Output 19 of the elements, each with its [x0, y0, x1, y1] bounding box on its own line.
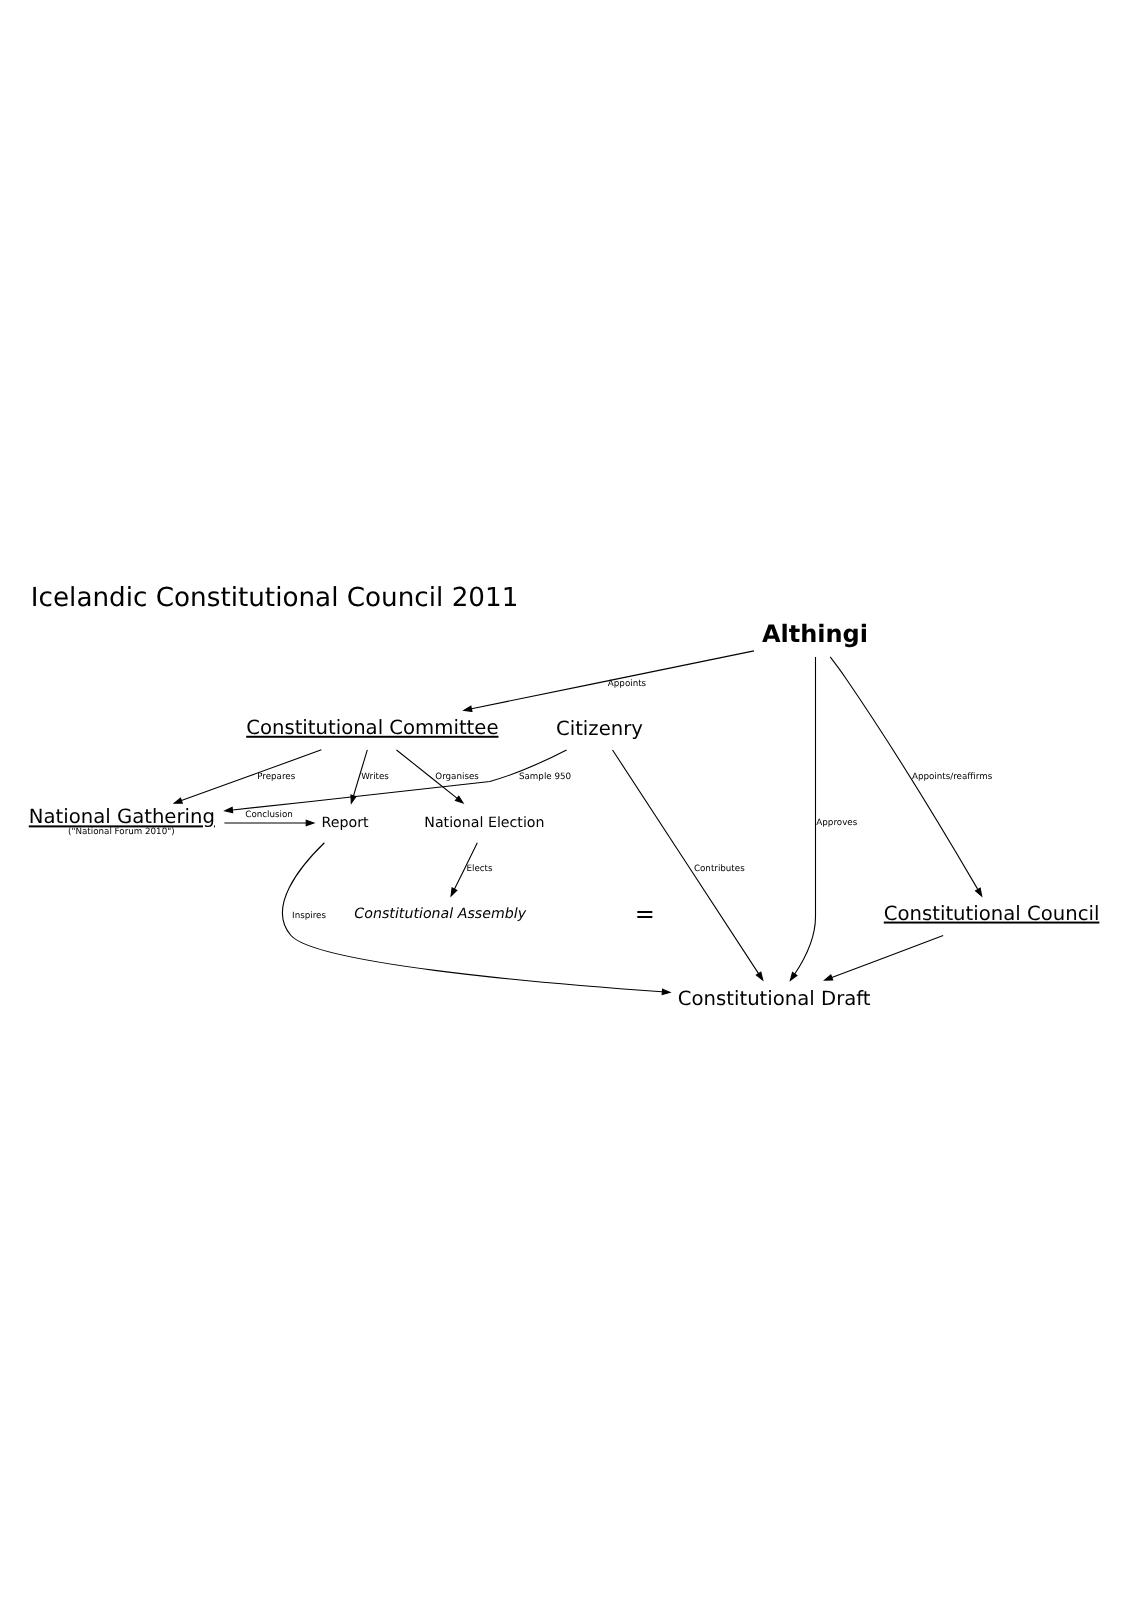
arrow — [172, 749, 322, 804]
arrow — [829, 656, 983, 898]
diagram-title: Icelandic Constitutional Council 2011 — [30, 583, 519, 614]
arrow — [450, 842, 478, 898]
arrow — [281, 842, 672, 996]
node-text: Constitutional Council — [883, 903, 1100, 926]
label: = — [634, 899, 655, 928]
node-text: Althingi — [761, 620, 869, 649]
arrow — [395, 749, 465, 805]
arrow — [823, 934, 944, 981]
arrow — [462, 650, 755, 713]
node-text: Constitutional Draft — [677, 988, 871, 1011]
arrow — [612, 749, 764, 982]
arrow — [223, 819, 316, 827]
arrow — [789, 656, 817, 982]
node-text: National Gathering — [28, 807, 215, 830]
node-text: Citizenry — [555, 718, 643, 741]
node-text: Constitutional Committee — [246, 717, 499, 740]
arrow — [223, 749, 568, 814]
